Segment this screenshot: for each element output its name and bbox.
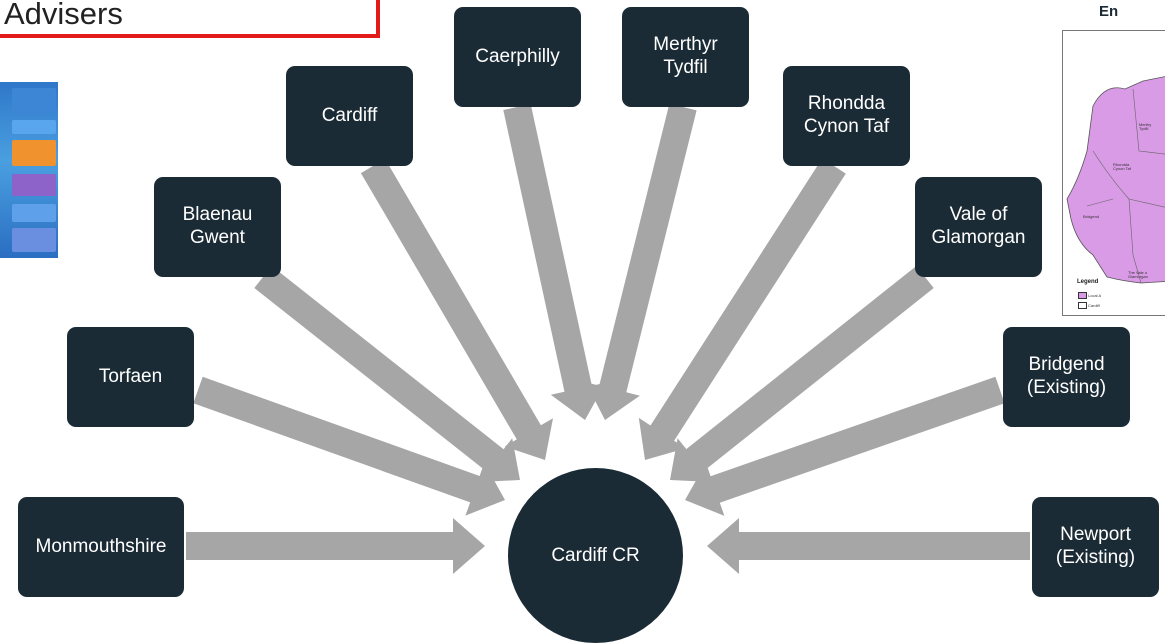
arrow-rhondda-cynon-taf-to-hub [638, 158, 846, 460]
node-cardiff: Cardiff [286, 66, 413, 166]
map-label-bridgend: Bridgend [1083, 214, 1100, 219]
map-boundary [1132, 88, 1165, 155]
arrow-vale-of-glamorgan-to-hub [670, 266, 934, 482]
node-rhondda-cynon-taf: Rhondda Cynon Taf [783, 66, 910, 166]
legend-item-cardiff: Cardiff [1088, 303, 1100, 308]
poster-block [12, 228, 56, 252]
node-merthyr-tydfil: Merthyr Tydfil [622, 7, 749, 107]
node-caerphilly: Caerphilly [454, 7, 581, 107]
map-label-vale: The Vale o Glamorgan [1128, 270, 1148, 280]
node-newport: Newport (Existing) [1032, 497, 1159, 597]
arrow-bridgend-to-hub [685, 376, 1005, 516]
poster-block [12, 140, 56, 166]
poster-thumbnail [0, 82, 58, 258]
map-boundary [1128, 198, 1142, 284]
poster-block [12, 204, 56, 222]
legend-swatch-local [1078, 292, 1087, 299]
arrow-monmouthshire-to-hub [186, 518, 485, 574]
poster-block [12, 88, 56, 114]
legend-swatch-cardiff [1078, 302, 1087, 309]
map-title: En [1099, 3, 1119, 20]
legend-item-local: Local A [1088, 293, 1102, 298]
arrow-cardiff-to-hub [360, 158, 553, 460]
node-vale-of-glamorgan: Vale of Glamorgan [915, 177, 1042, 277]
map-label-rhondda: Rhondda Cynon Taf [1113, 162, 1131, 172]
node-bridgend: Bridgend (Existing) [1003, 327, 1130, 427]
arrow-newport-to-hub [707, 518, 1030, 574]
arrows-layer [186, 103, 1030, 574]
node-torfaen: Torfaen [67, 327, 194, 427]
hub-cardiff-cr: Cardiff CR [508, 468, 683, 643]
poster-block [12, 120, 56, 134]
map-boundary [1086, 198, 1114, 207]
node-blaenau-gwent: Blaenau Gwent [154, 177, 281, 277]
map-region [1066, 76, 1165, 284]
map-label-merthyr: Merthy Tydfil [1139, 122, 1152, 132]
arrow-blaenau-gwent-to-hub [254, 266, 521, 483]
arrow-torfaen-to-hub [193, 376, 506, 516]
slide-title: Advisers [4, 0, 123, 31]
map-legend-title: Legend [1077, 279, 1099, 285]
node-monmouthshire: Monmouthshire [18, 497, 184, 597]
arrow-merthyr-tydfil-to-hub [585, 103, 697, 420]
arrow-caerphilly-to-hub [503, 104, 606, 420]
poster-block [12, 174, 56, 196]
map-thumbnail: Merthy Tydfil Rhondda Cynon Taf Bridgend… [1062, 30, 1165, 316]
title-box: Advisers [0, 0, 380, 38]
map-drawing [1066, 76, 1165, 284]
map-boundary [1092, 150, 1165, 208]
